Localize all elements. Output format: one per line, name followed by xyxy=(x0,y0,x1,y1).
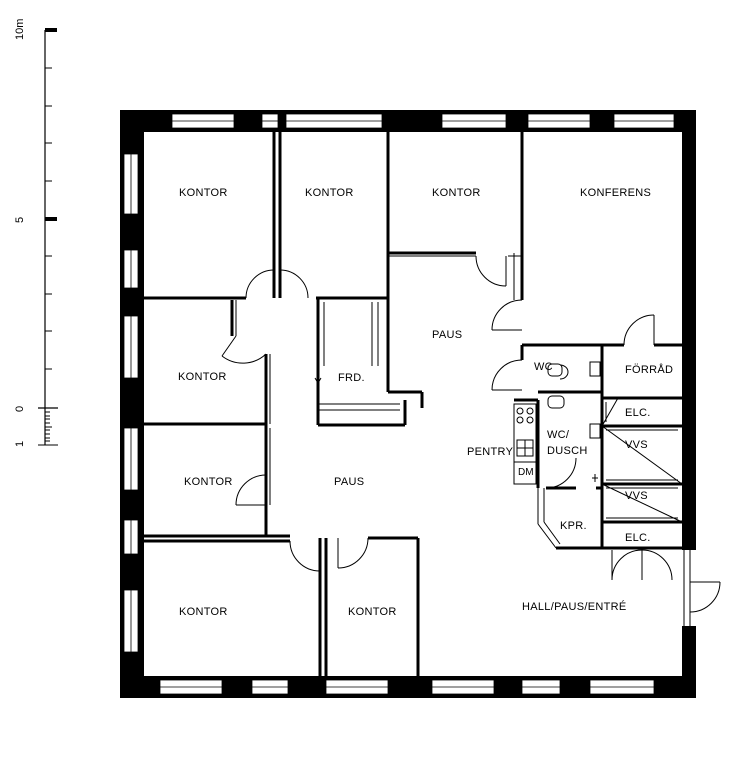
scale-label-10m: 10m xyxy=(14,19,26,40)
room-label-konferens: KONFERENS xyxy=(580,187,651,199)
room-label-kontor-top-left: KONTOR xyxy=(179,187,228,199)
room-label-wc: WC xyxy=(534,361,553,373)
room-label-wc-dusch-1: WC/ xyxy=(547,429,570,441)
room-label-kontor-bottom-left: KONTOR xyxy=(179,606,228,618)
fixtures xyxy=(314,361,601,482)
room-label-kpr: KPR. xyxy=(560,520,587,532)
scale-label-0: 0 xyxy=(14,406,26,412)
scale-label-1: 1 xyxy=(14,441,26,447)
interior-walls xyxy=(144,132,682,676)
room-label-pentry: PENTRY xyxy=(467,446,514,458)
room-label-paus-upper: PAUS xyxy=(432,329,462,341)
scale-bar xyxy=(38,28,58,446)
room-label-vvs-lower: VVS xyxy=(625,490,648,502)
partitions xyxy=(235,253,683,549)
room-label-kontor-top-right: KONTOR xyxy=(432,187,481,199)
room-label-hall: HALL/PAUS/ENTRÉ xyxy=(522,600,627,613)
entrance-glazing xyxy=(683,550,691,626)
windows-top xyxy=(171,113,675,129)
room-label-elc-upper: ELC. xyxy=(625,407,651,419)
room-label-elc-lower: ELC. xyxy=(625,532,651,544)
room-label-frd: FRD. xyxy=(338,372,365,384)
room-label-kontor-left-2: KONTOR xyxy=(178,371,227,383)
doors xyxy=(221,255,721,613)
scale-label-5: 5 xyxy=(14,217,26,223)
room-label-kontor-bottom-middle: KONTOR xyxy=(348,606,397,618)
room-label-vvs-upper: VVS xyxy=(625,439,648,451)
room-label-wc-dusch-2: DUSCH xyxy=(547,445,588,457)
room-label-kontor-top-middle: KONTOR xyxy=(305,187,354,199)
room-label-dm: DM xyxy=(518,467,534,478)
room-label-kontor-left-3: KONTOR xyxy=(184,476,233,488)
windows-bottom xyxy=(159,679,655,695)
room-label-forrad: FÖRRÅD xyxy=(625,363,673,376)
windows-left xyxy=(123,153,139,653)
room-label-paus-main: PAUS xyxy=(334,476,364,488)
